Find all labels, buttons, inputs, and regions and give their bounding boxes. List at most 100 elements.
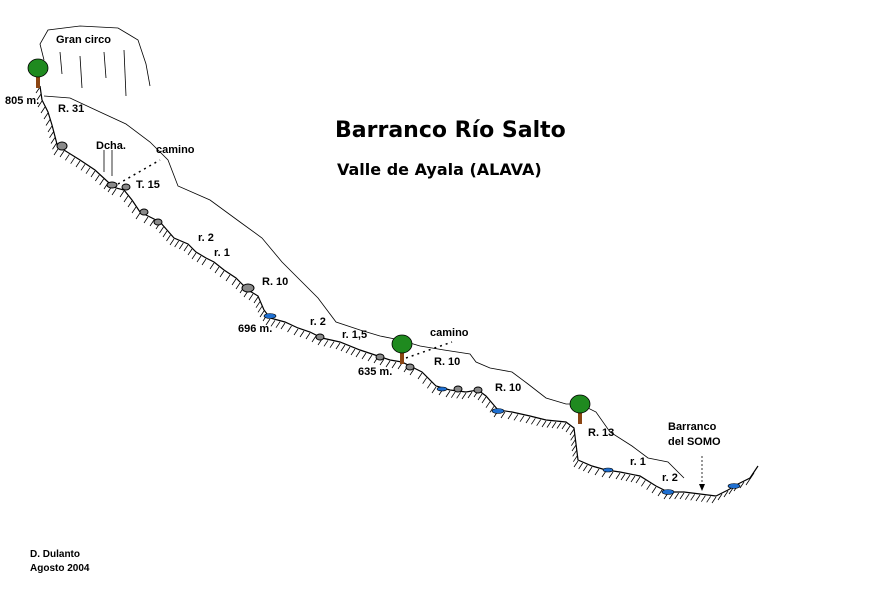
hatch-tick [556, 422, 562, 429]
hatch-tick [235, 282, 241, 290]
hatch-tick [456, 392, 461, 399]
hatch-tick [350, 348, 356, 356]
hatch-tick [361, 352, 367, 360]
hatch-tick [467, 391, 473, 399]
hatch-tick [335, 342, 341, 350]
hatch-tick [570, 434, 575, 441]
hatch-tick [219, 270, 225, 278]
hatch-tick [571, 444, 577, 452]
hatch-tick [513, 414, 519, 421]
hatch-tick [248, 293, 254, 301]
hatch-tick [323, 340, 329, 347]
hatch-tick [80, 164, 86, 171]
hatch-tick [625, 474, 631, 482]
hatch-tick [451, 391, 456, 398]
label-barranco: Barranco [668, 421, 717, 433]
hatch-tick [187, 248, 193, 256]
hatch-tick [90, 170, 96, 178]
hatch-tick [445, 390, 451, 398]
hatch-tick [620, 473, 626, 481]
hatch-tick [257, 306, 263, 313]
hatch-tick [43, 112, 49, 120]
hatch-tick [169, 238, 175, 246]
hatch-tick [583, 464, 588, 472]
hatch-tick [209, 262, 215, 270]
hatch-tick [36, 93, 42, 101]
label-del-somo: del SOMO [668, 436, 721, 448]
label-t15: T. 15 [136, 179, 160, 191]
hatch-tick [431, 386, 437, 394]
label-r2-b: r. 2 [310, 316, 326, 328]
hatch-tick [481, 396, 487, 404]
hatch-tick [143, 216, 149, 224]
hatch-tick [270, 320, 276, 327]
camino-path [117, 159, 161, 185]
rocks [56, 141, 483, 394]
hatch-tick [47, 125, 53, 133]
hatch-tick [546, 421, 552, 428]
hatch-tick [739, 481, 745, 489]
hatch-tick [52, 143, 57, 150]
hatch-tick [85, 167, 91, 174]
label-r13: R. 13 [588, 427, 614, 439]
hatch-tick [679, 492, 685, 500]
hatch-tick [635, 476, 641, 484]
hatch-tick [95, 174, 100, 182]
hatch-tick [293, 328, 299, 336]
hatch-tick [340, 344, 346, 352]
hatch-tick [149, 219, 155, 227]
hatch-tick [111, 188, 117, 196]
tree-icon [391, 334, 413, 364]
hatch-tick [191, 252, 197, 260]
hatch-tick [749, 472, 755, 480]
hatch-tick [594, 468, 600, 476]
hatch-tick [162, 230, 168, 238]
hatch-tick [119, 190, 125, 198]
hatch-tick [657, 489, 663, 497]
hatch-tick [695, 494, 701, 502]
hatch-tick [37, 100, 43, 108]
hatch-tick [131, 206, 137, 214]
hatch-tick [345, 346, 351, 354]
hatch-tick [536, 419, 541, 426]
tree-icon [569, 394, 591, 424]
hatch-tick [367, 354, 373, 362]
hatch-tick [225, 274, 231, 282]
credit-author: D. Dulanto [30, 549, 80, 560]
page-title: Barranco Río Salto [335, 118, 566, 143]
hatch-tick [265, 318, 271, 326]
camino-path [405, 341, 453, 359]
hatch-tick [417, 372, 423, 380]
hatch-tick [674, 492, 679, 500]
hatch-tick [561, 422, 567, 430]
hatch-tick [551, 421, 557, 429]
hatch-tick [127, 200, 133, 208]
tree-icon [27, 58, 49, 88]
hatch-tick [50, 137, 56, 144]
hatch-tick [214, 266, 220, 274]
hatch-tick [391, 361, 397, 369]
hatch-tick [717, 493, 723, 501]
hatch-tick [280, 322, 286, 330]
hatch-tick [615, 472, 621, 480]
hatch-tick [578, 462, 583, 470]
label-r2-a: r. 2 [198, 232, 214, 244]
hatch-tick [253, 296, 259, 304]
label-dcha: Dcha. [96, 140, 126, 152]
hatch-tick [99, 178, 104, 186]
hatch-tick [53, 148, 59, 156]
hatch-tick [255, 301, 261, 308]
hatch-tick [571, 439, 576, 446]
label-camino-2: camino [430, 327, 469, 339]
page-subtitle: Valle de Ayala (ALAVA) [337, 160, 542, 179]
hatch-tick [646, 483, 651, 490]
hatch-tick [630, 475, 636, 483]
label-r10-a: R. 10 [262, 276, 288, 288]
hatch-tick [706, 496, 711, 503]
label-r10-c: R. 10 [495, 382, 521, 394]
hatch-tick [196, 255, 202, 263]
canyon-wall-outline [43, 95, 685, 479]
hatch-tick [569, 428, 575, 436]
credit-date: Agosto 2004 [30, 563, 90, 574]
